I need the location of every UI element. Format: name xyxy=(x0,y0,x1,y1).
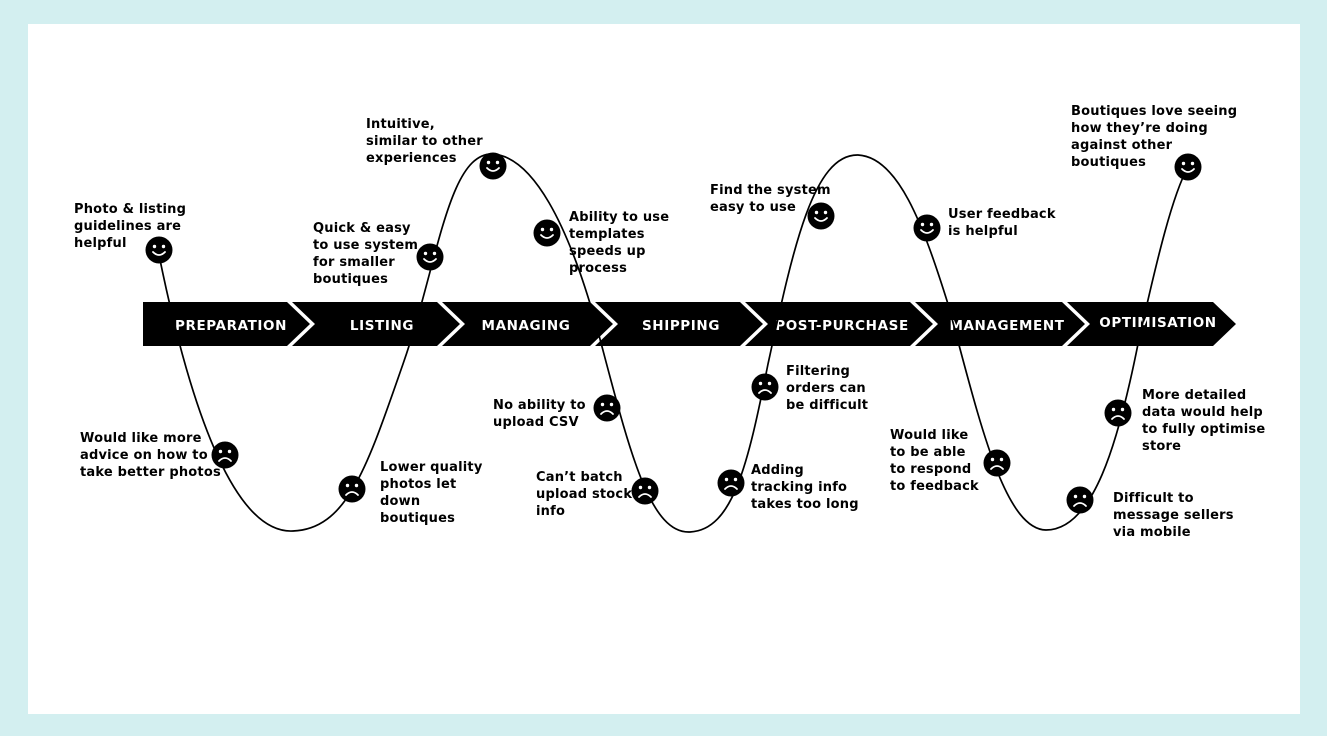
smile-icon xyxy=(912,213,942,243)
frown-icon xyxy=(716,468,746,498)
smile-icon xyxy=(532,218,562,248)
journey-map-card: PREPARATION LISTING MANAGING SHIPPING PO… xyxy=(28,24,1300,714)
note-tracking: Adding tracking info takes too long xyxy=(751,463,859,512)
note-advice-photos: Would like more advice on how to take be… xyxy=(80,431,221,480)
note-detailed-data: More detailed data would help to fully o… xyxy=(1142,388,1266,454)
note-boutiques-love: Boutiques love seeing how they’re doing … xyxy=(1071,104,1238,170)
stage-chevron-post-purchase xyxy=(745,302,933,346)
note-intuitive: Intuitive, similar to other experiences xyxy=(366,117,483,166)
stage-chevron-management xyxy=(915,302,1085,346)
note-photo-guidelines: Photo & listing guidelines are helpful xyxy=(74,202,187,251)
stage-chevron-preparation xyxy=(143,302,310,346)
stage-chevron-shipping xyxy=(595,302,763,346)
stage-label-managing: MANAGING xyxy=(482,318,571,334)
note-respond-feedback: Would like to be able to respond to feed… xyxy=(890,428,979,494)
frown-icon xyxy=(630,476,660,506)
smile-icon xyxy=(478,151,508,181)
frown-icon xyxy=(337,474,367,504)
emotion-curve xyxy=(157,153,1189,533)
stage-label-management: MANAGEMENT xyxy=(949,318,1064,334)
stage-chevron-optimisation xyxy=(1067,302,1236,346)
note-batch-upload: Can’t batch upload stock info xyxy=(536,470,633,519)
stage-label-post-purchase: POST-PURCHASE xyxy=(775,318,909,334)
note-no-csv: No ability to upload CSV xyxy=(493,398,586,430)
note-message-sellers: Difficult to message sellers via mobile xyxy=(1113,491,1234,540)
frown-icon xyxy=(1103,398,1133,428)
note-filtering: Filtering orders can be difficult xyxy=(786,364,869,413)
journey-diagram: PREPARATION LISTING MANAGING SHIPPING PO… xyxy=(143,151,1236,533)
stage-label-preparation: PREPARATION xyxy=(175,318,287,334)
frown-icon xyxy=(750,372,780,402)
smile-icon xyxy=(415,242,445,272)
note-find-system: Find the system easy to use xyxy=(710,183,831,215)
stage-label-shipping: SHIPPING xyxy=(642,318,720,334)
note-user-feedback: User feedback is helpful xyxy=(948,207,1056,239)
note-lower-quality: Lower quality photos let down boutiques xyxy=(380,460,483,526)
frown-icon xyxy=(592,393,622,423)
note-quick-easy: Quick & easy to use system for smaller b… xyxy=(313,221,419,287)
frown-icon xyxy=(1065,485,1095,515)
stage-chevron-managing xyxy=(442,302,613,346)
stage-label-listing: LISTING xyxy=(350,318,414,334)
note-templates: Ability to use templates speeds up proce… xyxy=(569,210,670,276)
frown-icon xyxy=(982,448,1012,478)
stage-label-optimisation: OPTIMISATION xyxy=(1099,315,1216,331)
